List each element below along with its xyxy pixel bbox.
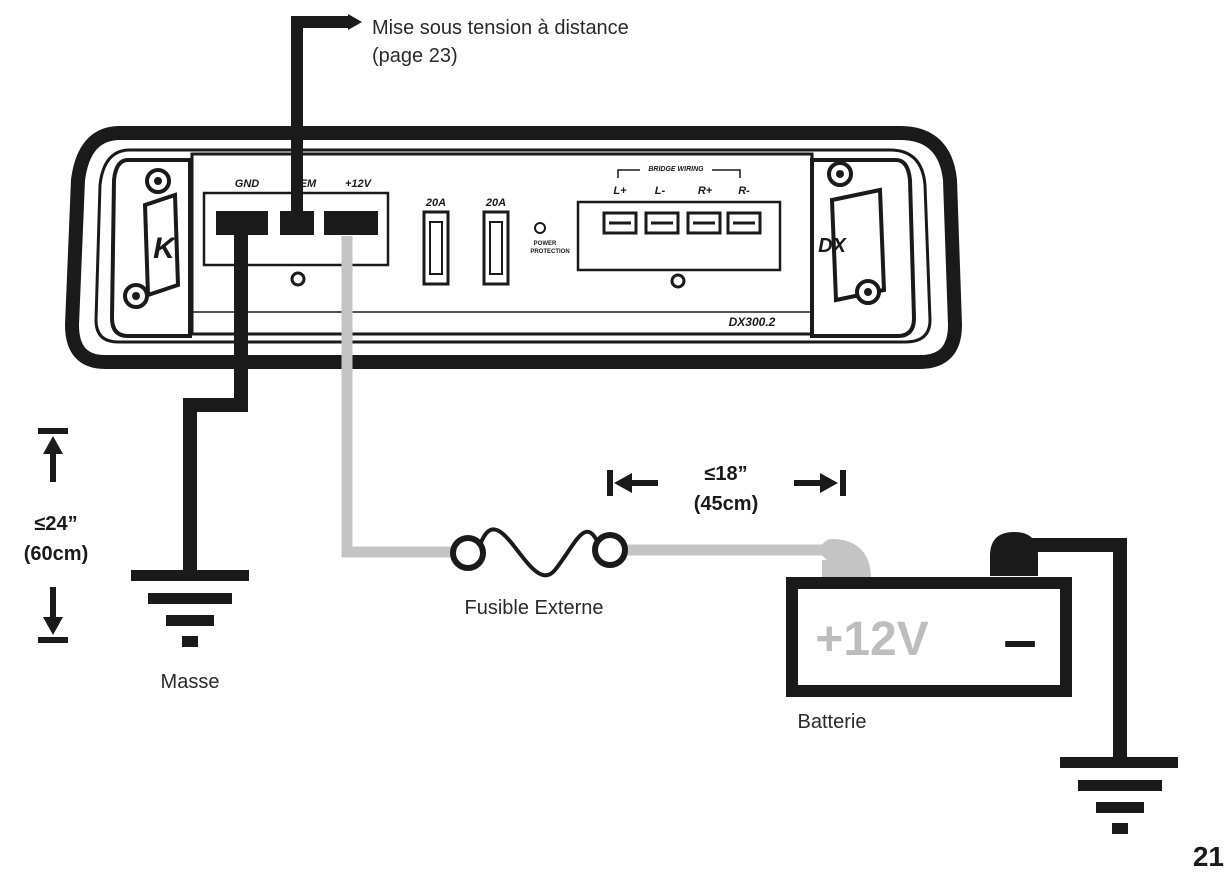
screw-icon [670, 273, 686, 289]
dimension-cap [607, 470, 613, 496]
arrow-left-icon [614, 473, 632, 493]
ground-label: Masse [161, 671, 220, 693]
left-cap-bracket [142, 192, 181, 298]
fuse-distance-indicator [607, 470, 846, 496]
bridge-wiring-label: BRIDGE WIRING [648, 166, 704, 173]
arrow-up-icon [43, 436, 63, 454]
dimension-cap [38, 428, 68, 434]
bridge-bracket [617, 169, 741, 178]
protection-label-1: POWER [534, 241, 557, 247]
arrow-down-shaft [50, 587, 56, 617]
battery-label: Batterie [798, 711, 867, 733]
fuse-element-1 [429, 221, 443, 275]
remote-wire-tip [348, 14, 362, 30]
fuse-slot-1 [422, 210, 450, 286]
fuse-label: Fusible Externe [465, 597, 604, 619]
ground-symbol-icon [131, 570, 249, 647]
ground-wire [183, 222, 248, 574]
fuse-symbol-icon [450, 527, 628, 578]
fuse-slot-2 [482, 210, 510, 286]
right-cap-bracket [829, 187, 887, 303]
screw-icon [132, 292, 140, 300]
remote-on-label: Mise sous tension à distance [372, 17, 629, 39]
screw-icon [836, 170, 844, 178]
fuse-rating-2: 20A [485, 197, 506, 209]
dimension-cap [840, 470, 846, 496]
gnd-label: GND [235, 178, 260, 190]
fuse-rating-1: 20A [425, 197, 446, 209]
fuse-distance-value: ≤18” [704, 463, 747, 485]
battery-negative-mark: – [1003, 606, 1036, 673]
screw-icon [154, 177, 162, 185]
screw-icon [864, 288, 872, 296]
screw-icon [290, 271, 306, 287]
amplifier-inner-bezel [94, 148, 932, 344]
model-label: DX300.2 [729, 315, 776, 329]
ground-distance-metric: (60cm) [24, 543, 88, 565]
battery-body [786, 577, 1072, 697]
plus12-terminal [324, 211, 378, 235]
speaker-terminal-label: L- [655, 185, 666, 197]
arrow-left-shaft [630, 480, 658, 486]
arrow-right-shaft [794, 480, 822, 486]
arrow-up-shaft [50, 452, 56, 482]
protection-label-2: PROTECTION [530, 249, 569, 255]
positive-cable-to-fuse [341, 236, 452, 558]
negative-post [990, 532, 1038, 576]
page-number: 21 [1193, 841, 1224, 872]
battery-ground-wire [1030, 538, 1127, 760]
plus12-label: +12V [345, 178, 373, 190]
fuse-element-2 [489, 221, 503, 275]
protection-led-icon [534, 222, 546, 234]
ground-symbol-icon [1060, 757, 1178, 834]
arrow-right-icon [820, 473, 838, 493]
speaker-terminal-label: R- [738, 185, 750, 197]
arrow-down-icon [43, 617, 63, 635]
fuse-distance-metric: (45cm) [694, 493, 758, 515]
amplifier: K DX GND REM +12V 20A 20A POWER PROTECTI… [64, 126, 963, 369]
battery: +12V – [786, 532, 1072, 697]
speaker-terminal-label: L+ [613, 185, 627, 197]
remote-wire [291, 16, 350, 219]
dimension-cap [38, 637, 68, 643]
ground-distance-value: ≤24” [34, 513, 77, 535]
battery-positive-mark: +12V [815, 613, 928, 666]
speaker-terminal-label: R+ [698, 185, 713, 197]
brand-logo: K [153, 232, 177, 265]
remote-on-page-ref: (page 23) [372, 45, 458, 67]
ground-distance-indicator [38, 428, 68, 643]
series-badge: DX [818, 235, 847, 257]
